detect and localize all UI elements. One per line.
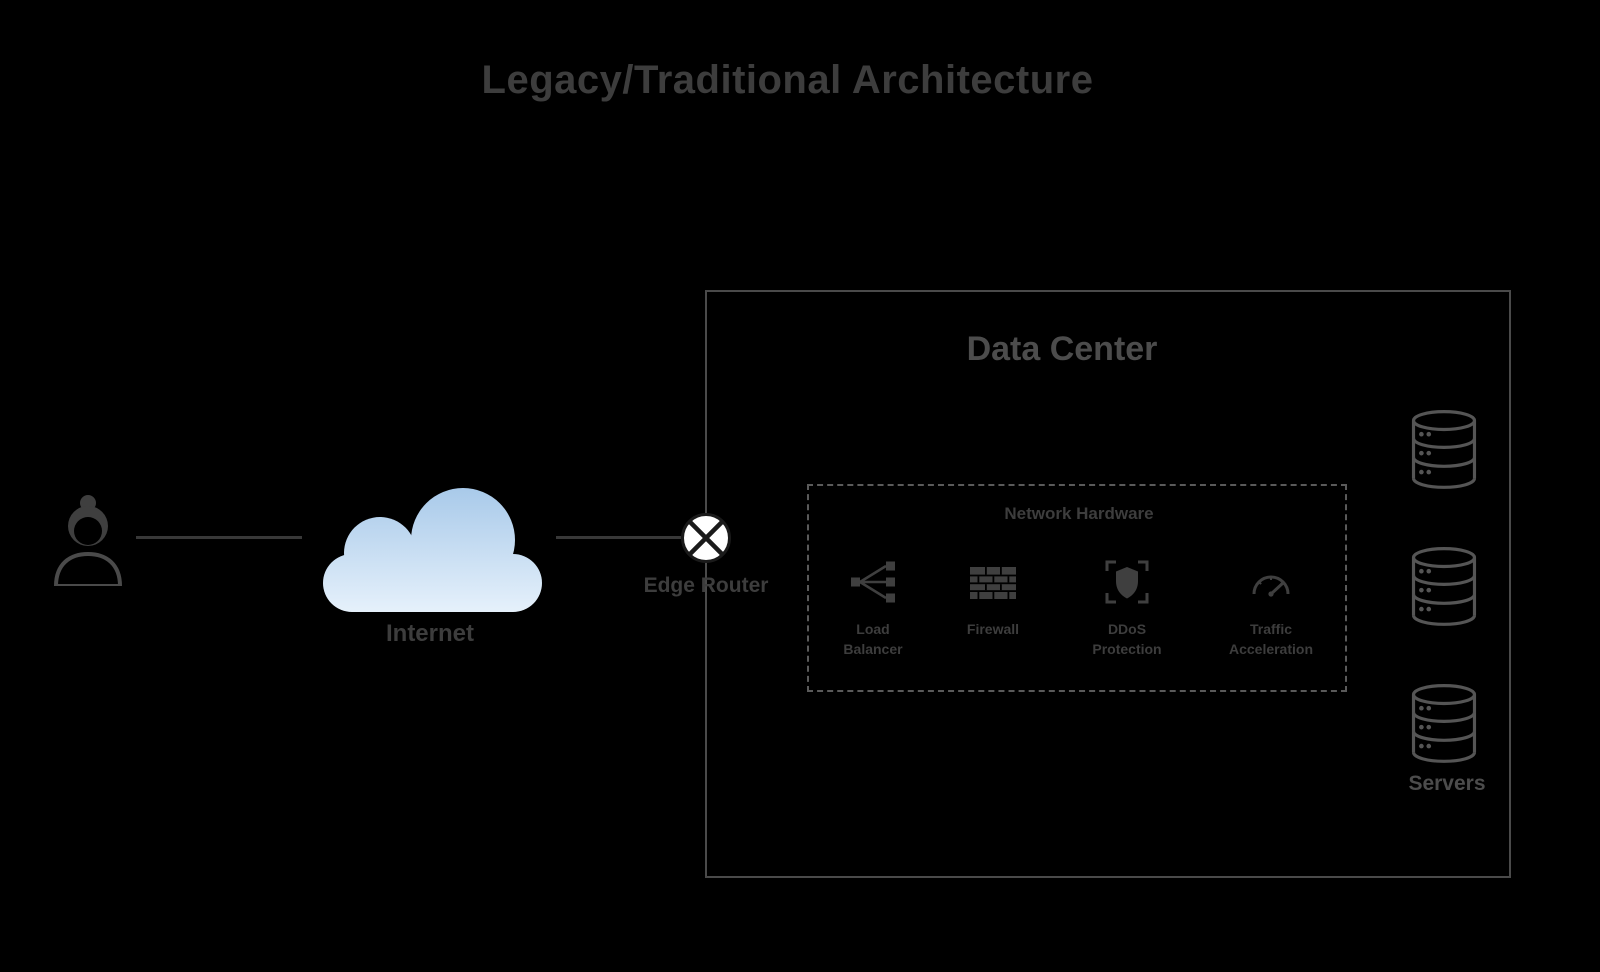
database-icon [1411, 547, 1477, 626]
servers-label: Servers [1408, 772, 1486, 795]
load-balancer-icon [851, 561, 895, 603]
person-icon [53, 495, 123, 588]
user-node [48, 494, 128, 588]
edge-router-label: Edge Router [643, 574, 769, 597]
database-icon [1411, 684, 1477, 763]
internet-label: Internet [385, 620, 474, 647]
hardware-item-label: Firewall [966, 621, 1020, 637]
data-center-title: Data Center [966, 330, 1158, 368]
connector-user-internet [136, 536, 302, 539]
hardware-item-label: DDoS Protection [1092, 621, 1162, 657]
diagram-title: Legacy/Traditional Architecture [481, 58, 1094, 102]
network-hardware-title: Network Hardware [1004, 504, 1154, 523]
hardware-item-firewall: Firewall [938, 558, 1048, 640]
hardware-item-load-balancer: Load Balancer [818, 558, 928, 659]
database-icon [1411, 410, 1477, 489]
cloud-icon [323, 488, 542, 612]
crossed-circle-router-icon [681, 513, 731, 563]
hardware-item-traffic-acceleration: Traffic Acceleration [1216, 558, 1326, 659]
hardware-item-label: Traffic Acceleration [1228, 621, 1314, 657]
internet-node [315, 468, 550, 613]
hardware-item-label: Load Balancer [843, 621, 903, 657]
firewall-icon [970, 567, 1016, 599]
data-center-box: Data Center Network Hardware Load Balanc… [705, 290, 1511, 878]
network-hardware-box: Network Hardware Load Balancer [807, 484, 1347, 692]
hardware-item-ddos-protection: DDoS Protection [1072, 558, 1182, 659]
ddos-protection-icon [1105, 560, 1149, 604]
edge-router-node [678, 510, 734, 566]
connector-internet-router [556, 536, 681, 539]
traffic-acceleration-icon [1252, 575, 1290, 597]
